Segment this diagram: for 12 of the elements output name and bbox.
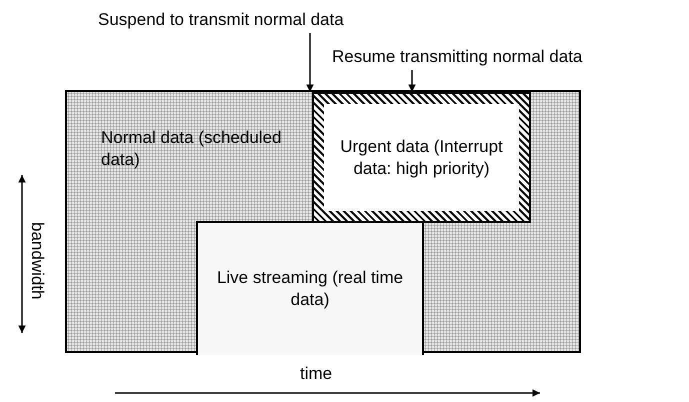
annotation-text: Resume transmitting normal data (332, 47, 622, 69)
box-label: Live streaming (real time data) (216, 267, 404, 311)
region-label: Normal data (scheduled data) (101, 127, 282, 171)
arrow (408, 70, 416, 92)
arrow (306, 33, 314, 92)
annotation-text: Suspend to transmit normal data (98, 10, 363, 32)
box-label: Urgent data (Interrupt data: high priority) (339, 136, 504, 180)
data-region-box (65, 90, 581, 353)
axis-label: bandwidth (27, 222, 47, 300)
hatched-box (312, 92, 531, 223)
inner-box (196, 221, 424, 355)
axis-label: time (300, 364, 332, 384)
